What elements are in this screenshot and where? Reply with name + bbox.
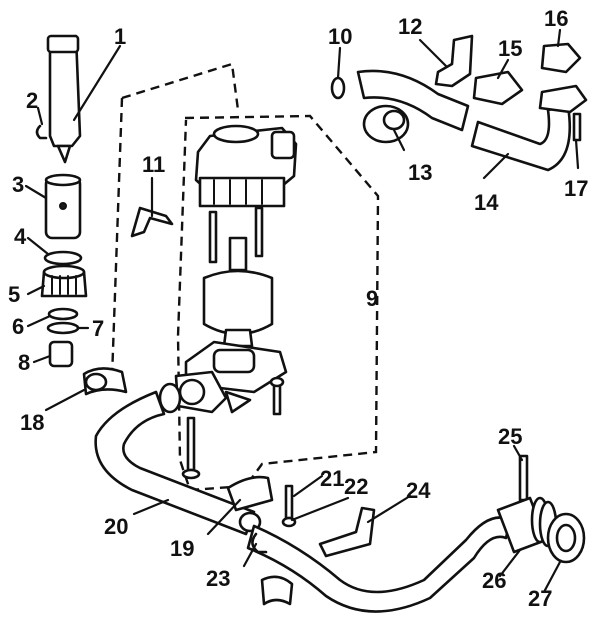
callout-24: 24 xyxy=(406,478,431,503)
callout-1: 1 xyxy=(114,24,126,49)
callout-27: 27 xyxy=(528,586,552,611)
callout-11: 11 xyxy=(142,152,165,177)
callout-15: 15 xyxy=(498,36,522,61)
part-4-oring xyxy=(43,250,83,266)
part-7-washer xyxy=(46,321,80,335)
callout-18: 18 xyxy=(20,410,44,435)
part-5-nut xyxy=(40,264,88,298)
callout-8: 8 xyxy=(18,350,30,375)
part-27-ring xyxy=(546,512,586,564)
callout-25: 25 xyxy=(498,424,522,449)
callout-9: 9 xyxy=(366,286,378,311)
part-23-clip xyxy=(251,532,268,554)
leader-lines xyxy=(24,28,580,594)
part-18-clamp xyxy=(82,367,128,396)
part-16-flange xyxy=(540,42,582,74)
part-21-bolt xyxy=(284,484,294,520)
part-1-sensor xyxy=(46,34,82,164)
callout-labels: 1 2 3 4 5 6 7 8 9 10 11 12 13 14 15 16 1… xyxy=(8,6,588,611)
callout-2: 2 xyxy=(26,88,38,113)
dashed-group-outline xyxy=(110,62,240,379)
bottom-clip xyxy=(260,575,294,606)
part-24-bracket xyxy=(318,506,376,558)
part-17-bolt xyxy=(572,112,582,142)
callout-17: 17 xyxy=(564,176,588,201)
part-13-boot xyxy=(362,104,410,144)
callout-19: 19 xyxy=(170,536,194,561)
callout-3: 3 xyxy=(12,172,24,197)
callout-7: 7 xyxy=(92,316,104,341)
egr-valve-assembly xyxy=(158,124,298,480)
part-2-clip xyxy=(35,124,48,140)
callout-5: 5 xyxy=(8,282,20,307)
part-12-bracket xyxy=(434,34,474,88)
part-25-stud xyxy=(518,454,529,502)
callout-22: 22 xyxy=(344,474,368,499)
callout-4: 4 xyxy=(14,224,27,249)
callout-20: 20 xyxy=(104,514,128,539)
upper-tube xyxy=(356,69,470,132)
long-pipe xyxy=(246,516,512,613)
callout-10: 10 xyxy=(328,24,352,49)
callout-21: 21 xyxy=(320,466,344,491)
callout-12: 12 xyxy=(398,14,422,39)
callout-6: 6 xyxy=(12,314,24,339)
callout-16: 16 xyxy=(544,6,568,31)
callout-14: 14 xyxy=(474,190,499,215)
callout-13: 13 xyxy=(408,160,432,185)
callout-23: 23 xyxy=(206,566,230,591)
part-3-adapter xyxy=(44,173,82,240)
part-16-flange-lower xyxy=(538,84,588,114)
part-15-gasket xyxy=(472,70,524,106)
part-8-bushing xyxy=(48,340,74,368)
part-14-pipe xyxy=(470,104,572,172)
part-20-hose xyxy=(94,390,256,536)
part-26-coupler xyxy=(496,496,558,554)
part-6-washer xyxy=(47,307,79,321)
part-10-gasket xyxy=(330,76,346,100)
part-11-bracket xyxy=(130,206,174,238)
callout-26: 26 xyxy=(482,568,506,593)
